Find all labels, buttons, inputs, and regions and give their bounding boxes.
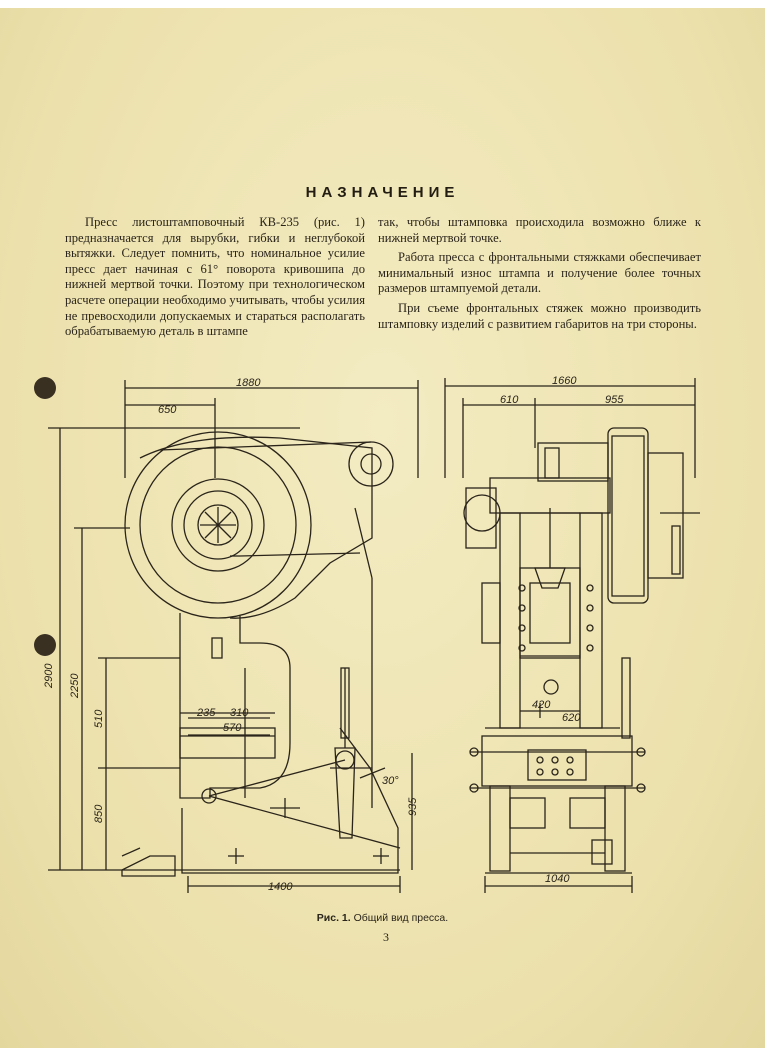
text-column-right: так, чтобы штамповка происходила возможн… bbox=[378, 215, 701, 336]
dim-label: 935 bbox=[407, 797, 419, 816]
press-drawing: 1880 650 2900 2250 510 850 235 310 570 9… bbox=[43, 375, 700, 893]
figure-caption: Рис. 1. Общий вид пресса. bbox=[0, 912, 765, 924]
dim-label: 235 bbox=[196, 707, 216, 719]
dim-label: 1880 bbox=[236, 377, 261, 389]
dim-label: 2900 bbox=[43, 663, 55, 689]
dim-label: 2250 bbox=[69, 673, 81, 699]
caption-label: Рис. 1. bbox=[316, 912, 351, 924]
paragraph: Пресс листоштамповочный КВ-235 (рис. 1) … bbox=[65, 215, 365, 339]
dim-label: 1660 bbox=[552, 375, 577, 387]
dim-label: 510 bbox=[93, 709, 105, 728]
dim-label: 310 bbox=[230, 707, 249, 719]
dim-label: 420 bbox=[532, 699, 551, 711]
paragraph: так, чтобы штамповка происходила возможн… bbox=[378, 215, 701, 245]
document-page: НАЗНАЧЕНИЕ Пресс листоштамповочный КВ-23… bbox=[0, 8, 765, 1048]
text-column-left: Пресс листоштамповочный КВ-235 (рис. 1) … bbox=[65, 215, 365, 344]
dim-label: 850 bbox=[93, 804, 105, 823]
side-view-drawing bbox=[48, 380, 419, 893]
punch-hole bbox=[34, 634, 56, 656]
dim-label: 1040 bbox=[545, 873, 570, 885]
dim-label: 1400 bbox=[268, 881, 293, 893]
dim-label: 610 bbox=[500, 394, 519, 406]
dim-label: 570 bbox=[223, 722, 242, 734]
dim-label: 955 bbox=[605, 394, 624, 406]
paragraph: Работа пресса с фронтальными стяжками об… bbox=[378, 250, 701, 296]
dim-label: 650 bbox=[158, 404, 177, 416]
paragraph: При съеме фронтальных стяжек можно произ… bbox=[378, 300, 701, 331]
front-view-drawing bbox=[444, 378, 700, 893]
page-number: 3 bbox=[383, 930, 389, 944]
caption-text: Общий вид пресса. bbox=[353, 912, 449, 924]
dim-label: 30° bbox=[382, 775, 399, 787]
section-heading: НАЗНАЧЕНИЕ bbox=[305, 184, 460, 201]
punch-hole bbox=[34, 377, 56, 399]
dim-label: 620 bbox=[562, 712, 581, 724]
